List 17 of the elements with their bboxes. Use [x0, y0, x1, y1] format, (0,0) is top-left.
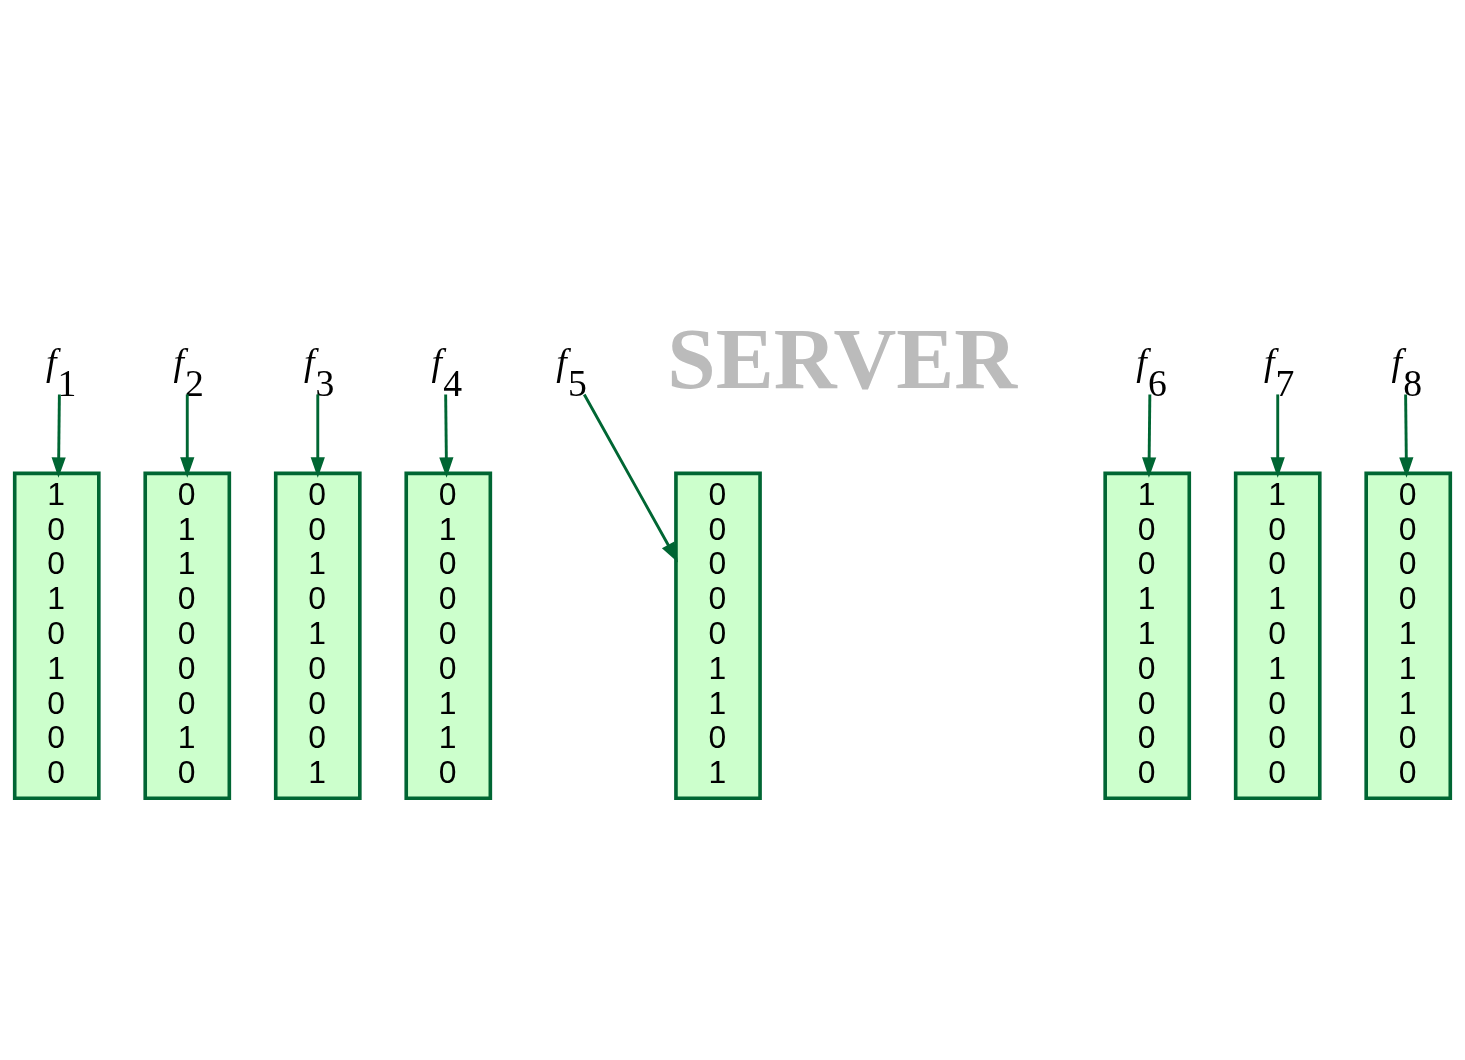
- node-box: 0 1 1 0 0 0 0 1 0: [143, 471, 232, 800]
- label: SERVER: [667, 309, 1018, 407]
- node-box: 1 0 0 1 1 0 0 0 0: [1103, 471, 1192, 800]
- arrow: [1270, 393, 1285, 478]
- arrow: [1399, 393, 1414, 478]
- arrow: [583, 393, 679, 563]
- node-box: 0 0 1 0 1 0 0 0 1: [273, 471, 362, 800]
- arrow: [310, 393, 325, 478]
- arrow: [180, 393, 195, 478]
- node-box: 0 0 0 0 0 1 1 0 1: [674, 471, 762, 800]
- arrow: [1142, 393, 1157, 478]
- arrow: [51, 393, 66, 478]
- node-box: 0 1 0 0 0 0 1 1 0: [404, 471, 493, 800]
- node-box: 1 0 0 1 0 1 0 0 0: [12, 471, 101, 800]
- arrow: [439, 393, 454, 478]
- node-box: 0 0 0 0 1 1 1 0 0: [1364, 471, 1453, 800]
- node-box: 1 0 0 1 0 1 0 0 0: [1233, 471, 1322, 800]
